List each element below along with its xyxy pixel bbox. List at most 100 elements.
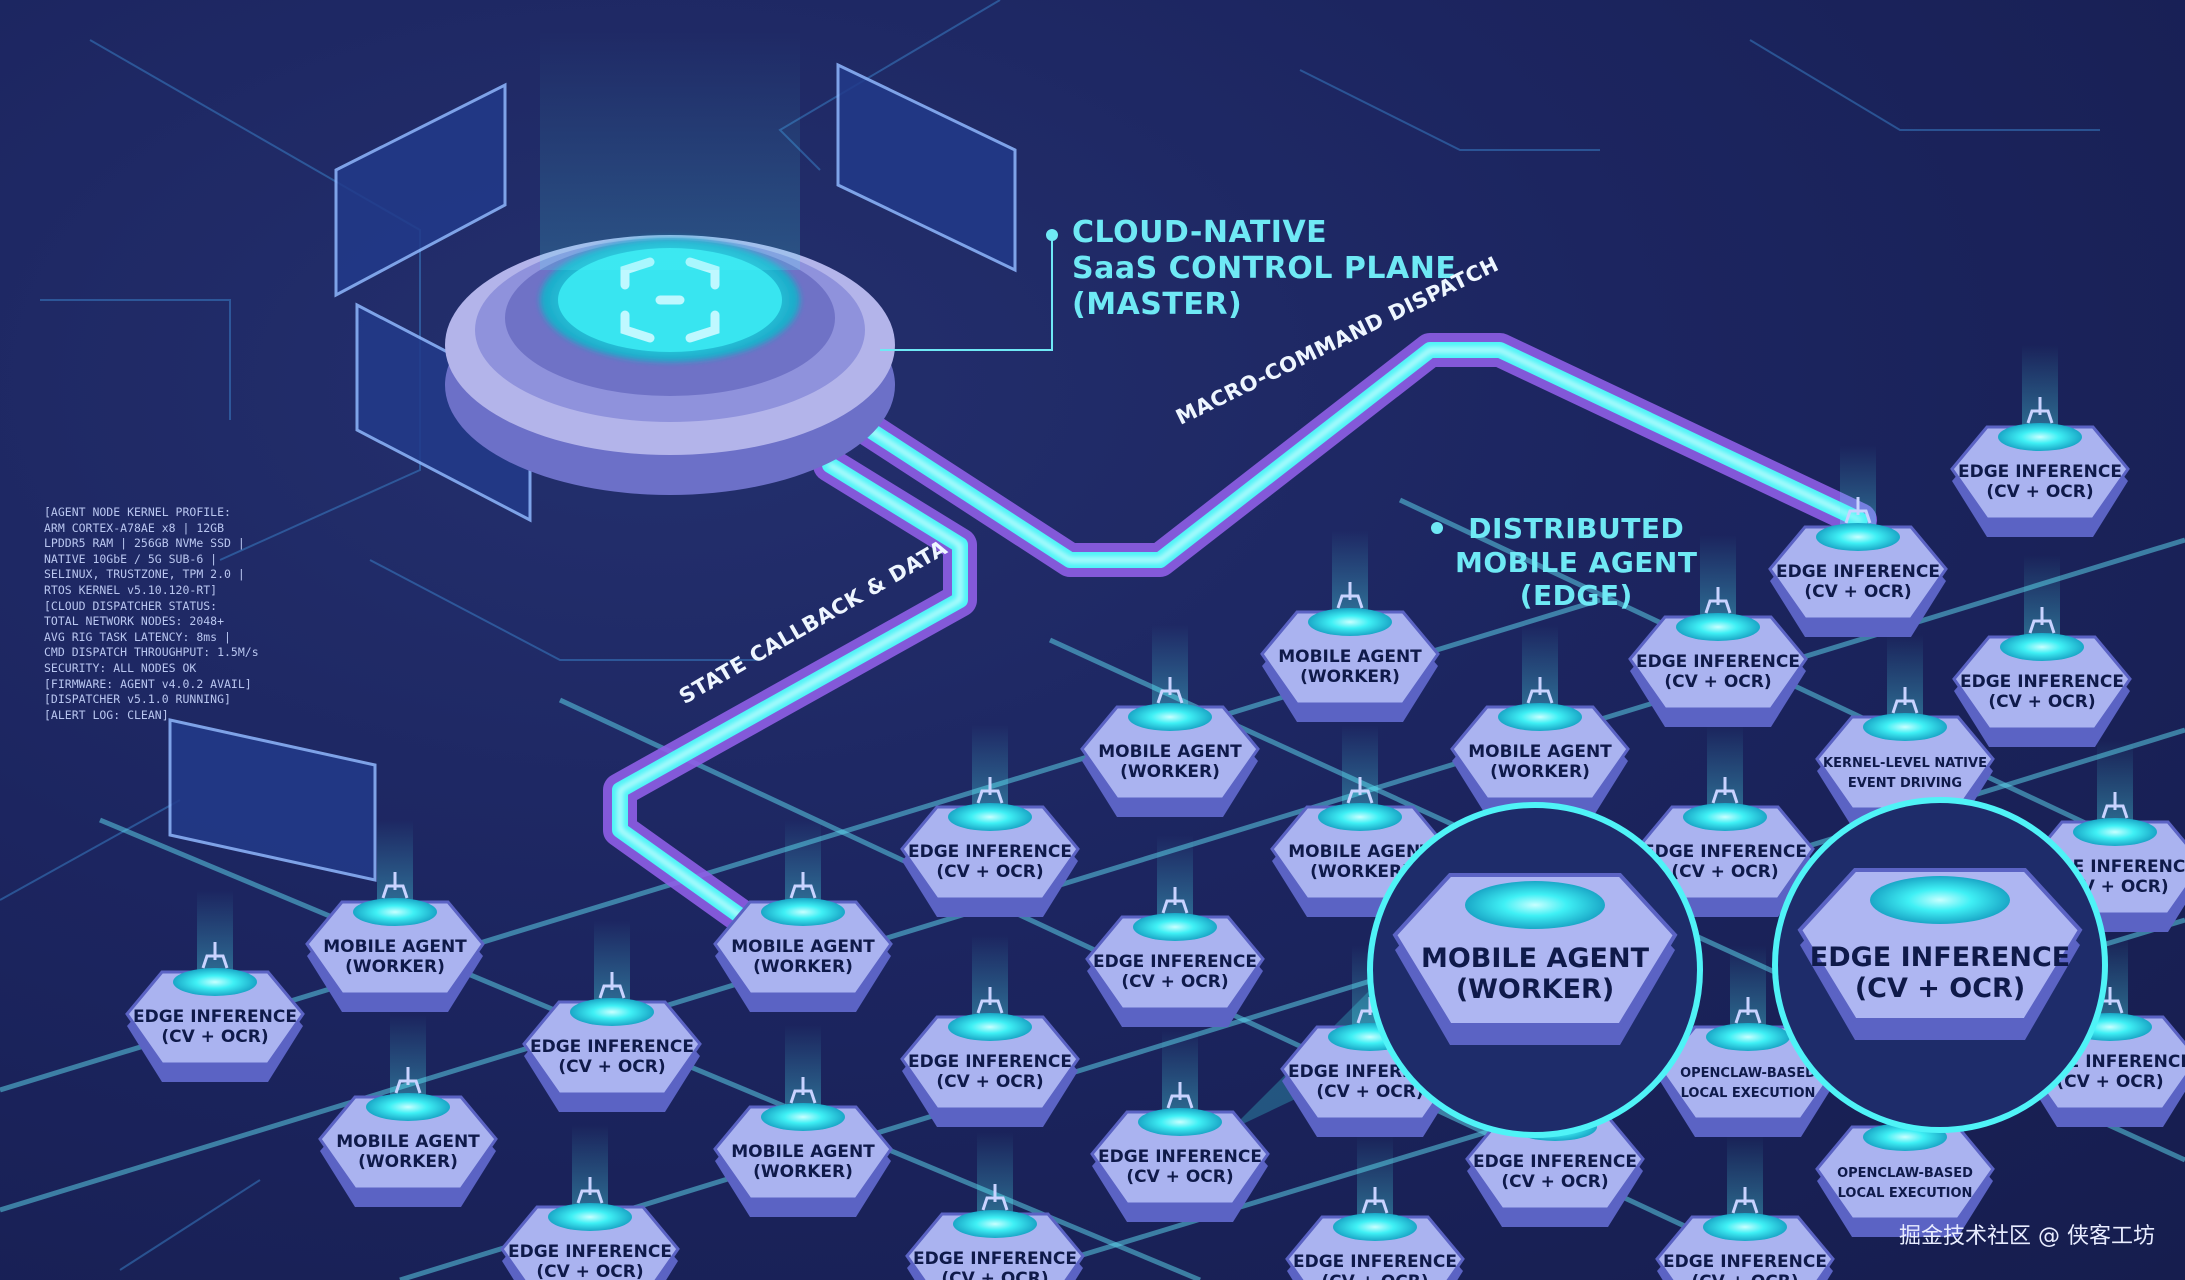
node-inference: EDGE INFERENCE(CV + OCR) (900, 725, 1080, 917)
robot-claw-icon (789, 872, 817, 899)
node-label-line1: EDGE INFERENCE (1663, 1252, 1827, 1272)
node-label-line2: (WORKER) (1120, 762, 1220, 782)
node-inference: EDGE INFERENCE(CV + OCR) (1090, 1030, 1270, 1222)
node-label-line1: EDGE INFERENCE (1960, 672, 2124, 692)
robot-claw-icon (1731, 1187, 1759, 1214)
node-glow (948, 803, 1032, 831)
node-glow (1998, 423, 2082, 451)
node-label-line2: (CV + OCR) (161, 1027, 268, 1047)
node-worker: MOBILE AGENT(WORKER) (1450, 625, 1630, 817)
robot-claw-icon (2101, 792, 2129, 819)
node-label-line2: (CV + OCR) (1691, 1272, 1798, 1280)
node-glow (1703, 1213, 1787, 1241)
node-label-line1: MOBILE AGENT (731, 937, 875, 957)
robot-claw-icon (1166, 1082, 1194, 1109)
node-label-line1: EDGE INFERENCE (1093, 952, 1257, 972)
node-label-line1: EDGE INFERENCE (1958, 462, 2122, 482)
master-control-plane (445, 30, 895, 495)
master-callout-line1: CLOUD-NATIVE (1072, 215, 1328, 250)
node-label-line2: EVENT DRIVING (1848, 776, 1962, 791)
node-label-line1: EDGE INFERENCE (1636, 652, 1800, 672)
terminal-line: [AGENT NODE KERNEL PROFILE: (44, 505, 231, 519)
dispatch-pipe (853, 333, 1877, 577)
node-glow (948, 1013, 1032, 1041)
terminal-line: SECURITY: ALL NODES OK (44, 660, 197, 675)
zoom-circle-inference: EDGE INFERENCE (CV + OCR) (1772, 797, 2108, 1133)
edge-callout-line1: DISTRIBUTED (1468, 512, 1685, 545)
robot-claw-icon (1844, 497, 1872, 524)
node-glow (761, 898, 845, 926)
node-worker: MOBILE AGENT(WORKER) (318, 1015, 498, 1207)
callback-pipe (603, 448, 977, 947)
robot-claw-icon (1336, 582, 1364, 609)
robot-claw-icon (1161, 887, 1189, 914)
node-glow (1333, 1213, 1417, 1241)
robot-claw-icon (1526, 677, 1554, 704)
node-glow (761, 1103, 845, 1131)
node-glow (2000, 633, 2084, 661)
node-label-line2: (CV + OCR) (1804, 582, 1911, 602)
node-label-line2: (CV + OCR) (1316, 1082, 1423, 1102)
node-label-line2: (CV + OCR) (1664, 672, 1771, 692)
node-label-line1: MOBILE AGENT (1098, 742, 1242, 762)
robot-claw-icon (1704, 587, 1732, 614)
node-inference: EDGE INFERENCE(CV + OCR) (1952, 555, 2132, 747)
node-label-line1: EDGE INFERENCE (913, 1249, 1077, 1269)
node-label-line1: EDGE INFERENCE (908, 1052, 1072, 1072)
node-label-line1: EDGE INFERENCE (133, 1007, 297, 1027)
node-inference: EDGE INFERENCE(CV + OCR) (1285, 1135, 1465, 1280)
node-label-line2: (CV + OCR) (1121, 972, 1228, 992)
robot-claw-icon (1156, 677, 1184, 704)
node-label-line1: OPENCLAW-BASED (1837, 1166, 1973, 1181)
terminal-line: LPDDR5 RAM | 256GB NVMe SSD | (44, 536, 245, 551)
node-label-line1: EDGE INFERENCE (1473, 1152, 1637, 1172)
zoom-inference-line2: (CV + OCR) (1855, 973, 2025, 1004)
node-glow (173, 968, 257, 996)
node-glow (2073, 818, 2157, 846)
node-glow (1676, 613, 1760, 641)
node-label-line2: (CV + OCR) (1126, 1167, 1233, 1187)
node-label-line2: (CV + OCR) (1988, 692, 2095, 712)
robot-claw-icon (598, 972, 626, 999)
robot-claw-icon (1891, 687, 1919, 714)
node-label-line1: EDGE INFERENCE (1098, 1147, 1262, 1167)
robot-claw-icon (789, 1077, 817, 1104)
robot-claw-icon (2026, 397, 2054, 424)
node-glow (1138, 1108, 1222, 1136)
node-worker: MOBILE AGENT(WORKER) (1260, 530, 1440, 722)
edge-callout-line3: (EDGE) (1519, 579, 1633, 613)
node-inference: EDGE INFERENCE(CV + OCR) (1655, 1135, 1835, 1280)
node-label-line2: (WORKER) (345, 957, 445, 977)
node-glow (1308, 608, 1392, 636)
node-worker: MOBILE AGENT(WORKER) (713, 1025, 893, 1217)
master-callout: CLOUD-NATIVE SaaS CONTROL PLANE (MASTER) (1072, 215, 1456, 323)
node-label-line1: MOBILE AGENT (323, 937, 467, 957)
node-label-line2: (CV + OCR) (941, 1269, 1048, 1280)
node-label-line2: (WORKER) (358, 1152, 458, 1172)
watermark: 掘金技术社区 @ 侠客工坊 (1899, 1224, 2155, 1249)
screen-panels (168, 62, 1017, 882)
node-inference: EDGE INFERENCE(CV + OCR) (900, 935, 1080, 1127)
node-inference: EDGE INFERENCE(CV + OCR) (905, 1132, 1085, 1280)
node-worker: MOBILE AGENT(WORKER) (1080, 625, 1260, 817)
node-glow (953, 1210, 1037, 1238)
node-label-line1: MOBILE AGENT (1468, 742, 1612, 762)
node-label-line1: EDGE INFERENCE (1293, 1252, 1457, 1272)
node-label-line2: (CV + OCR) (558, 1057, 665, 1077)
robot-claw-icon (1734, 997, 1762, 1024)
node-label-line2: (CV + OCR) (1986, 482, 2093, 502)
node-label-line2: (WORKER) (1310, 862, 1410, 882)
node-inference: EDGE INFERENCE(CV + OCR) (1768, 445, 1948, 637)
edge-callout: DISTRIBUTED MOBILE AGENT (EDGE) (1455, 512, 1697, 613)
node-label-line1: EDGE INFERENCE (508, 1242, 672, 1262)
node-glow (1318, 803, 1402, 831)
zoom-inference-line1: EDGE INFERENCE (1810, 942, 2070, 973)
robot-claw-icon (381, 872, 409, 899)
robot-claw-icon (394, 1067, 422, 1094)
node-label-line2: (CV + OCR) (1501, 1172, 1608, 1192)
node-label-line1: MOBILE AGENT (336, 1132, 480, 1152)
node-label-line1: MOBILE AGENT (731, 1142, 875, 1162)
node-glow (366, 1093, 450, 1121)
node-glow (1133, 913, 1217, 941)
